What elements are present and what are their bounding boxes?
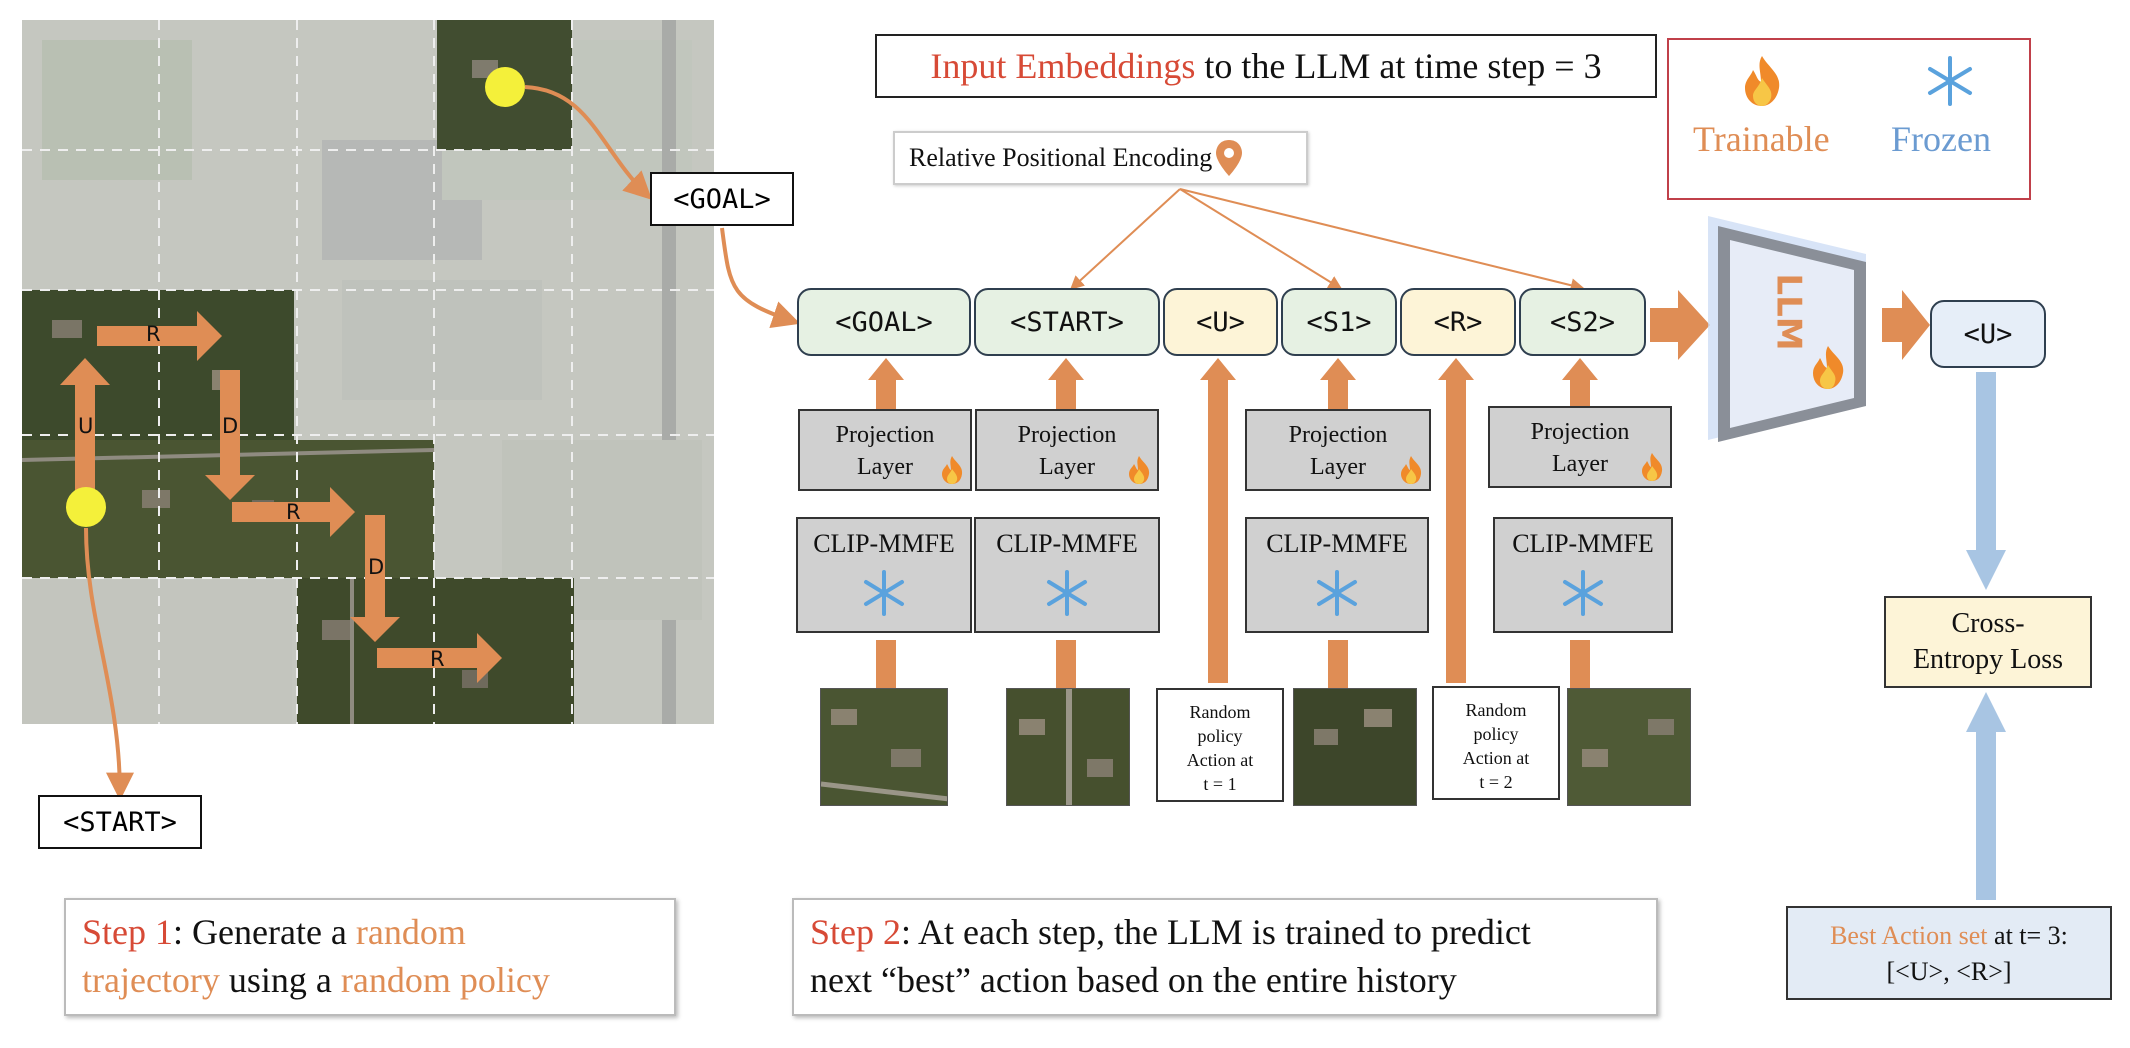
snowflake-icon [864,570,904,616]
action-label-d1: D [222,414,239,438]
projection-label-line1: Projection [1288,422,1388,448]
action-label-r1: R [146,322,161,346]
fire-icon [942,456,963,484]
clip-mmfe-s2: CLIP-MMFE [1493,517,1673,633]
random-action-line: t = 2 [1479,772,1513,792]
token-goal: <GOAL> [797,288,971,356]
legend-trainable: Trainable [1693,119,1830,159]
random-action-line: Random [1465,700,1527,720]
fire-icon [1401,456,1422,484]
best-action-rest: at t= 3: [1987,921,2068,950]
action-label-u: U [78,414,94,438]
title-rest: to the LLM at time step = 3 [1195,46,1602,86]
rpe-lines [1069,188,1585,293]
random-action-line: Action at [1462,748,1530,768]
projection-label-line1: Projection [835,422,935,448]
loss-line2: Entropy Loss [1912,644,2064,675]
output-token-u: <U> [1930,300,2046,368]
best-action-box: Best Action set at t= 3: [<U>, <R>] [1786,906,2112,1000]
snowflake-icon [1047,570,1087,616]
random-action-line: t = 1 [1203,774,1237,794]
cross-entropy-loss-box: Cross- Entropy Loss [1884,596,2092,688]
start-tag: <START> [38,795,202,849]
aerial-thumbnail-s2 [1567,688,1691,806]
step1-caption: Step 1: Generate a random trajectory usi… [64,898,676,1016]
clip-mmfe-start: CLIP-MMFE [974,517,1160,633]
action-label-r2: R [286,500,301,524]
snowflake-icon [1563,570,1603,616]
projection-label-line2: Layer [1552,451,1608,477]
rpe-label: Relative Positional Encoding [909,143,1213,172]
step1-text4: using a [219,960,341,1000]
action-label-r3: R [430,647,445,671]
projection-label-line1: Projection [1530,419,1630,445]
snowflake-icon [1928,56,1972,106]
projection-label-line1: Projection [1017,422,1117,448]
goal-position-dot [485,67,525,107]
step2-label: Step 2 [810,912,902,952]
goal-tag: <GOAL> [650,172,794,226]
legend-frozen: Frozen [1891,119,1991,159]
projection-label-line2: Layer [1310,454,1366,480]
fire-icon [1745,56,1780,106]
aerial-map-texture [22,20,714,724]
start-position-dot [66,487,106,527]
token-r: <R> [1400,288,1516,356]
clip-label: CLIP-MMFE [813,529,955,558]
clip-label: CLIP-MMFE [1266,529,1408,558]
rpe-box: Relative Positional Encoding [893,131,1308,185]
goal-connector [524,85,653,200]
aerial-map [22,20,714,724]
action-label-d2: D [368,555,385,579]
fire-icon [1129,456,1150,484]
legend-box: Trainable Frozen [1667,38,2031,200]
clip-mmfe-s1: CLIP-MMFE [1245,517,1429,633]
loss-line1: Cross- [1951,608,2025,639]
step1-label: Step 1 [82,912,174,952]
llm-label: LLM [1768,273,1809,351]
step2-line2: next “best” action based on the entire h… [810,960,1457,1000]
random-action-line: Action at [1186,750,1254,770]
aerial-thumbnail-start [1006,688,1130,806]
token-s2: <S2> [1519,288,1646,356]
clip-label: CLIP-MMFE [1512,529,1654,558]
projection-label-line2: Layer [857,454,913,480]
best-action-highlight: Best Action set [1830,921,1988,950]
random-action-line: policy [1473,724,1519,744]
step1-text2: random [355,912,466,952]
location-pin-icon [1216,140,1243,176]
best-action-value: [<U>, <R>] [1886,957,2012,986]
token-start: <START> [974,288,1160,356]
token-u: <U> [1163,288,1278,356]
aerial-thumbnail-goal [820,688,948,806]
step2-line1: : At each step, the LLM is trained to pr… [901,912,1531,952]
projection-label-line2: Layer [1039,454,1095,480]
fire-icon [1813,346,1844,389]
token-s1: <S1> [1281,288,1397,356]
aerial-thumbnail-s1 [1293,688,1417,806]
diagram-title: Input Embeddings to the LLM at time step… [875,34,1657,98]
random-action-line: policy [1197,726,1243,746]
random-action-line: Random [1189,702,1251,722]
trajectory-arrows [60,311,502,683]
title-highlight: Input Embeddings [930,46,1196,86]
step1-text5: random policy [340,960,550,1000]
step1-text3: trajectory [82,960,220,1000]
loss-arrows [1966,372,2006,900]
clip-mmfe-goal: CLIP-MMFE [796,517,972,633]
start-connector [84,527,134,801]
step1-text1: : Generate a [173,912,356,952]
snowflake-icon [1317,570,1357,616]
step2-caption: Step 2: At each step, the LLM is trained… [792,898,1658,1016]
goal-to-token-connector [720,227,801,329]
fire-icon [1642,453,1663,481]
clip-label: CLIP-MMFE [996,529,1138,558]
